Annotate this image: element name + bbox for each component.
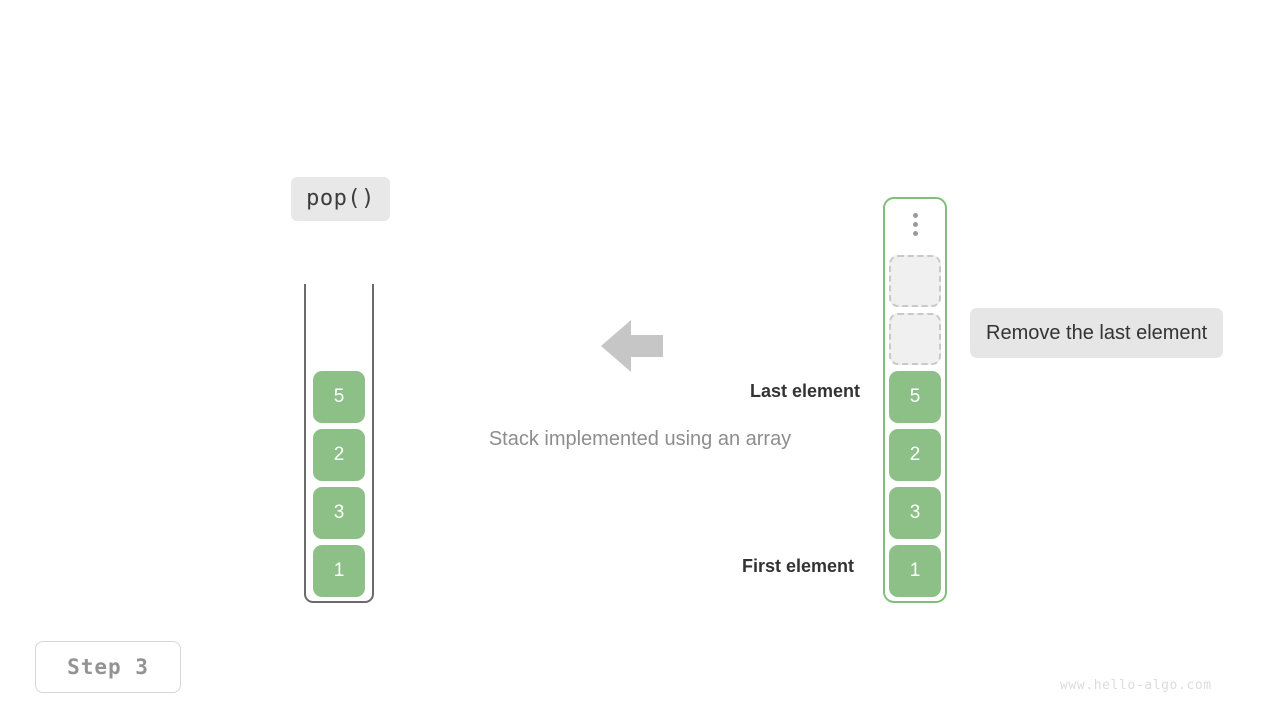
ellipsis-dot	[912, 212, 918, 218]
array-empty-slot	[889, 313, 941, 365]
callout-remove-last-element: Remove the last element	[970, 308, 1224, 358]
stack-container: 5 2 3 1	[304, 284, 374, 603]
annotation-first-element: First element	[741, 556, 854, 576]
stack-cell: 5	[313, 371, 365, 423]
annotation-last-element: Last element	[749, 381, 860, 401]
stack-cell: 2	[313, 429, 365, 481]
stack-cell: 3	[313, 487, 365, 539]
array-cell: 5	[889, 371, 941, 423]
ellipsis-dot	[912, 230, 918, 236]
vertical-ellipsis-icon	[883, 207, 947, 241]
watermark: www.hello-algo.com	[1060, 678, 1212, 693]
array-container: 5 2 3 1	[883, 197, 947, 603]
callout-label: Remove the last element	[986, 322, 1208, 344]
left-arrow-icon	[601, 318, 663, 374]
step-label: Step 3	[67, 654, 149, 679]
stack-frame-border	[304, 284, 374, 603]
stack-cell-list: 5 2 3 1	[313, 371, 365, 597]
stack-cell: 1	[313, 545, 365, 597]
array-cell-list: 5 2 3 1	[889, 255, 941, 597]
array-cell: 1	[889, 545, 941, 597]
ellipsis-dot	[912, 221, 918, 227]
step-badge: Step 3	[35, 641, 181, 693]
diagram-caption: Stack implemented using an array	[488, 428, 792, 450]
array-empty-slot	[889, 255, 941, 307]
array-cell: 3	[889, 487, 941, 539]
operation-label: pop()	[306, 186, 375, 211]
operation-chip: pop()	[291, 177, 390, 221]
array-cell: 2	[889, 429, 941, 481]
